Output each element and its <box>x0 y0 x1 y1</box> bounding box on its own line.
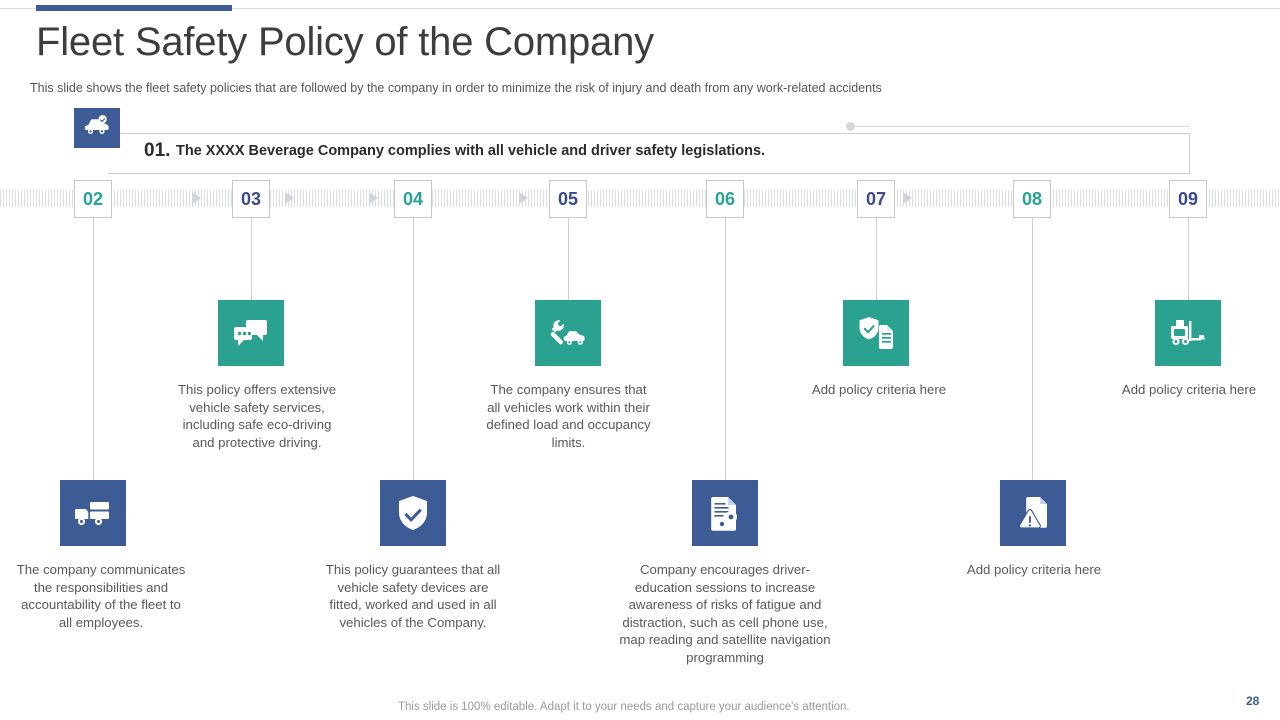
step-icon-tile-07[interactable] <box>843 300 909 366</box>
connector-line-02 <box>93 218 94 480</box>
car-check-icon <box>83 114 111 143</box>
page-subtitle: This slide shows the fleet safety polici… <box>30 81 882 95</box>
timeline-arrow-icon <box>369 192 378 204</box>
connector-line-08 <box>1032 218 1033 480</box>
connector-line-05 <box>568 218 569 300</box>
step-caption-04: This policy guarantees that all vehicle … <box>325 562 501 630</box>
top-divider <box>0 8 1280 9</box>
lead-timeline-dot <box>846 122 855 131</box>
step-number-05[interactable]: 05 <box>549 180 587 218</box>
step-icon-tile-04[interactable] <box>380 480 446 546</box>
chat-bubbles-icon <box>233 317 269 349</box>
connector-line-03 <box>251 218 252 300</box>
forklift-icon <box>1169 317 1207 349</box>
step-caption-08: Add policy criteria here <box>966 562 1102 577</box>
wrench-car-icon <box>549 317 587 349</box>
connector-line-09 <box>1188 218 1189 300</box>
step-caption-06: Company encourages driver-education sess… <box>619 562 831 665</box>
lead-timeline-line <box>855 126 1190 127</box>
footer-note: This slide is 100% editable. Adapt it to… <box>398 701 850 713</box>
step-caption-03: This policy offers extensive vehicle saf… <box>177 382 337 450</box>
timeline-arrow-icon <box>285 192 294 204</box>
connector-line-04 <box>413 218 414 480</box>
shield-check-icon <box>397 495 429 531</box>
connector-line-06 <box>725 218 726 480</box>
lead-item-icon-tile[interactable] <box>74 108 120 148</box>
step-number-02[interactable]: 02 <box>74 180 112 218</box>
step-caption-09: Add policy criteria here <box>1121 382 1257 397</box>
timeline-band <box>0 190 1280 207</box>
page-number: 28 <box>1246 694 1260 708</box>
lead-item-text: The XXXX Beverage Company complies with … <box>176 143 766 159</box>
warning-document-icon <box>1016 495 1050 531</box>
timeline-arrow-icon <box>519 192 528 204</box>
step-number-07[interactable]: 07 <box>857 180 895 218</box>
step-number-08[interactable]: 08 <box>1013 180 1051 218</box>
delivery-truck-icon <box>74 498 112 528</box>
step-number-06[interactable]: 06 <box>706 180 744 218</box>
timeline-arrow-icon <box>192 192 201 204</box>
lead-item-frame <box>108 133 1190 174</box>
step-icon-tile-08[interactable] <box>1000 480 1066 546</box>
step-icon-tile-06[interactable] <box>692 480 758 546</box>
step-icon-tile-05[interactable] <box>535 300 601 366</box>
step-number-03[interactable]: 03 <box>232 180 270 218</box>
step-icon-tile-09[interactable] <box>1155 300 1221 366</box>
timeline-arrow-icon <box>903 192 912 204</box>
page-title: Fleet Safety Policy of the Company <box>36 20 654 64</box>
step-caption-05: The company ensures that all vehicles wo… <box>486 382 651 450</box>
step-caption-07: Add policy criteria here <box>811 382 947 397</box>
step-number-09[interactable]: 09 <box>1169 180 1207 218</box>
step-icon-tile-02[interactable] <box>60 480 126 546</box>
lead-item-number: 01. <box>144 140 171 161</box>
connector-line-07 <box>876 218 877 300</box>
step-icon-tile-03[interactable] <box>218 300 284 366</box>
step-caption-02: The company communicates the responsibil… <box>16 562 186 630</box>
shield-document-icon <box>858 316 894 350</box>
step-number-04[interactable]: 04 <box>394 180 432 218</box>
document-gears-icon <box>708 495 742 531</box>
title-accent-bar <box>36 5 232 11</box>
